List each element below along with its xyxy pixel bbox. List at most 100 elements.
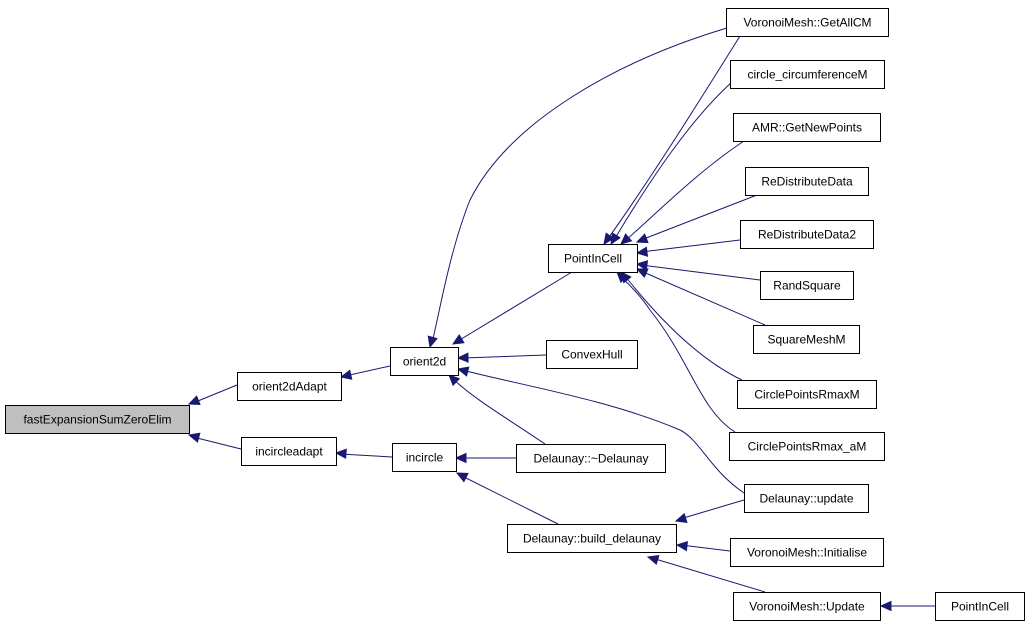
node-delaunay_update[interactable]: Delaunay::update [744, 484, 869, 513]
edge-amr_getnew-to-pointincell [620, 140, 745, 245]
node-box [733, 113, 881, 142]
node-root: fastExpansionSumZeroElim [5, 405, 190, 434]
edge-line [606, 35, 741, 241]
node-box [737, 380, 877, 409]
edge-randsquare-to-pointincell [635, 260, 761, 281]
arrowhead [339, 369, 353, 380]
node-orient2dadapt[interactable]: orient2dAdapt [237, 372, 342, 401]
node-label: ReDistributeData [761, 175, 853, 189]
edge-line [457, 271, 573, 342]
edge-getallcm-to-pointincell [603, 35, 741, 245]
node-box [5, 405, 190, 434]
node-box [744, 484, 869, 513]
edge-build_delaunay-to-incircle [455, 472, 559, 525]
node-voronoi_init[interactable]: VoronoiMesh::Initialise [730, 538, 884, 567]
node-box [241, 437, 337, 466]
node-box [753, 325, 860, 354]
arrowhead [187, 395, 201, 406]
node-box [760, 271, 854, 300]
node-randsquare[interactable]: RandSquare [760, 271, 854, 300]
node-label: orient2d [403, 355, 446, 369]
node-label: Delaunay::build_delaunay [523, 532, 661, 546]
arrowhead [610, 232, 621, 246]
arrowhead [635, 260, 649, 271]
node-box [392, 443, 457, 472]
node-box [726, 8, 889, 37]
node-convexhull[interactable]: ConvexHull [546, 340, 638, 369]
node-label: circle_circumferenceM [747, 68, 867, 82]
node-pointincell[interactable]: PointInCell [548, 244, 638, 273]
node-label: SquareMeshM [767, 333, 845, 347]
edge-line [192, 436, 242, 450]
edge-line [640, 239, 741, 253]
edge-circle_circ-to-pointincell [610, 81, 733, 246]
node-label: ReDistributeData2 [758, 228, 856, 242]
node-label: PointInCell [951, 600, 1009, 614]
edge-incircle-to-incircleadapt [334, 448, 393, 460]
edge-delaunay_update-to-orient2d [456, 366, 745, 494]
node-delaunay_dtor[interactable]: Delaunay::~Delaunay [516, 444, 666, 473]
edge-pointincell-to-orient2d [451, 271, 573, 345]
arrowhead [603, 232, 615, 245]
node-redistribute2[interactable]: ReDistributeData2 [740, 220, 874, 249]
node-build_delaunay[interactable]: Delaunay::build_delaunay [507, 524, 677, 553]
node-label: PointInCell [564, 252, 622, 266]
arrowhead [187, 432, 201, 443]
edge-orient2dadapt-to-root [187, 384, 238, 406]
node-label: AMR::GetNewPoints [752, 121, 862, 135]
arrowhead [334, 448, 347, 460]
node-label: Delaunay::~Delaunay [533, 452, 648, 466]
edge-line [680, 544, 731, 552]
edge-line [640, 270, 766, 326]
edge-line [339, 453, 393, 458]
edge-line [640, 264, 761, 281]
node-amr_getnew[interactable]: AMR::GetNewPoints [733, 113, 881, 142]
arrowhead [635, 233, 649, 244]
node-label: orient2dAdapt [252, 380, 327, 394]
arrowhead [454, 452, 467, 464]
node-box [740, 220, 874, 249]
node-squaremesh[interactable]: SquareMeshM [753, 325, 860, 354]
node-box [730, 538, 884, 567]
edge-line [640, 194, 758, 241]
edge-line [624, 275, 743, 381]
edge-orient2d-to-orient2dadapt [339, 365, 391, 380]
arrowhead [879, 600, 892, 612]
edge-line [451, 377, 546, 445]
edge-line [461, 475, 559, 525]
arrowhead [616, 271, 629, 284]
node-box [507, 524, 677, 553]
node-box [516, 444, 666, 473]
edge-line [462, 354, 547, 359]
node-label: Delaunay::update [759, 492, 853, 506]
arrowhead [448, 374, 461, 387]
node-circle_circ[interactable]: circle_circumferenceM [730, 60, 885, 89]
edge-squaremesh-to-pointincell [635, 268, 766, 326]
node-voronoi_update[interactable]: VoronoiMesh::Update [733, 592, 881, 621]
node-getallcm[interactable]: VoronoiMesh::GetAllCM [726, 8, 889, 37]
arrowhead [456, 366, 470, 377]
node-label: RandSquare [773, 279, 841, 293]
node-box [237, 372, 342, 401]
node-label: fastExpansionSumZeroElim [23, 413, 171, 427]
node-circlepoints_a[interactable]: CirclePointsRmax_aM [729, 432, 885, 461]
arrowhead [456, 352, 469, 363]
node-redistribute[interactable]: ReDistributeData [745, 167, 869, 196]
node-label: ConvexHull [561, 348, 622, 362]
node-pointincell2[interactable]: PointInCell [935, 592, 1025, 621]
edge-line [679, 499, 745, 520]
edge-redistribute-to-pointincell [635, 194, 758, 244]
arrowhead [646, 554, 660, 566]
edge-convexhull-to-orient2d [456, 352, 547, 363]
node-incircle[interactable]: incircle [392, 443, 457, 472]
edge-voronoi_init-to-build_delaunay [675, 540, 731, 552]
node-box [390, 347, 459, 376]
node-incircleadapt[interactable]: incircleadapt [241, 437, 337, 466]
edges-layer [187, 27, 935, 612]
edge-line [619, 275, 736, 433]
node-circlepoints[interactable]: CirclePointsRmaxM [737, 380, 877, 409]
node-orient2d[interactable]: orient2d [390, 347, 459, 376]
node-label: CirclePointsRmaxM [754, 388, 859, 402]
node-box [729, 432, 885, 461]
